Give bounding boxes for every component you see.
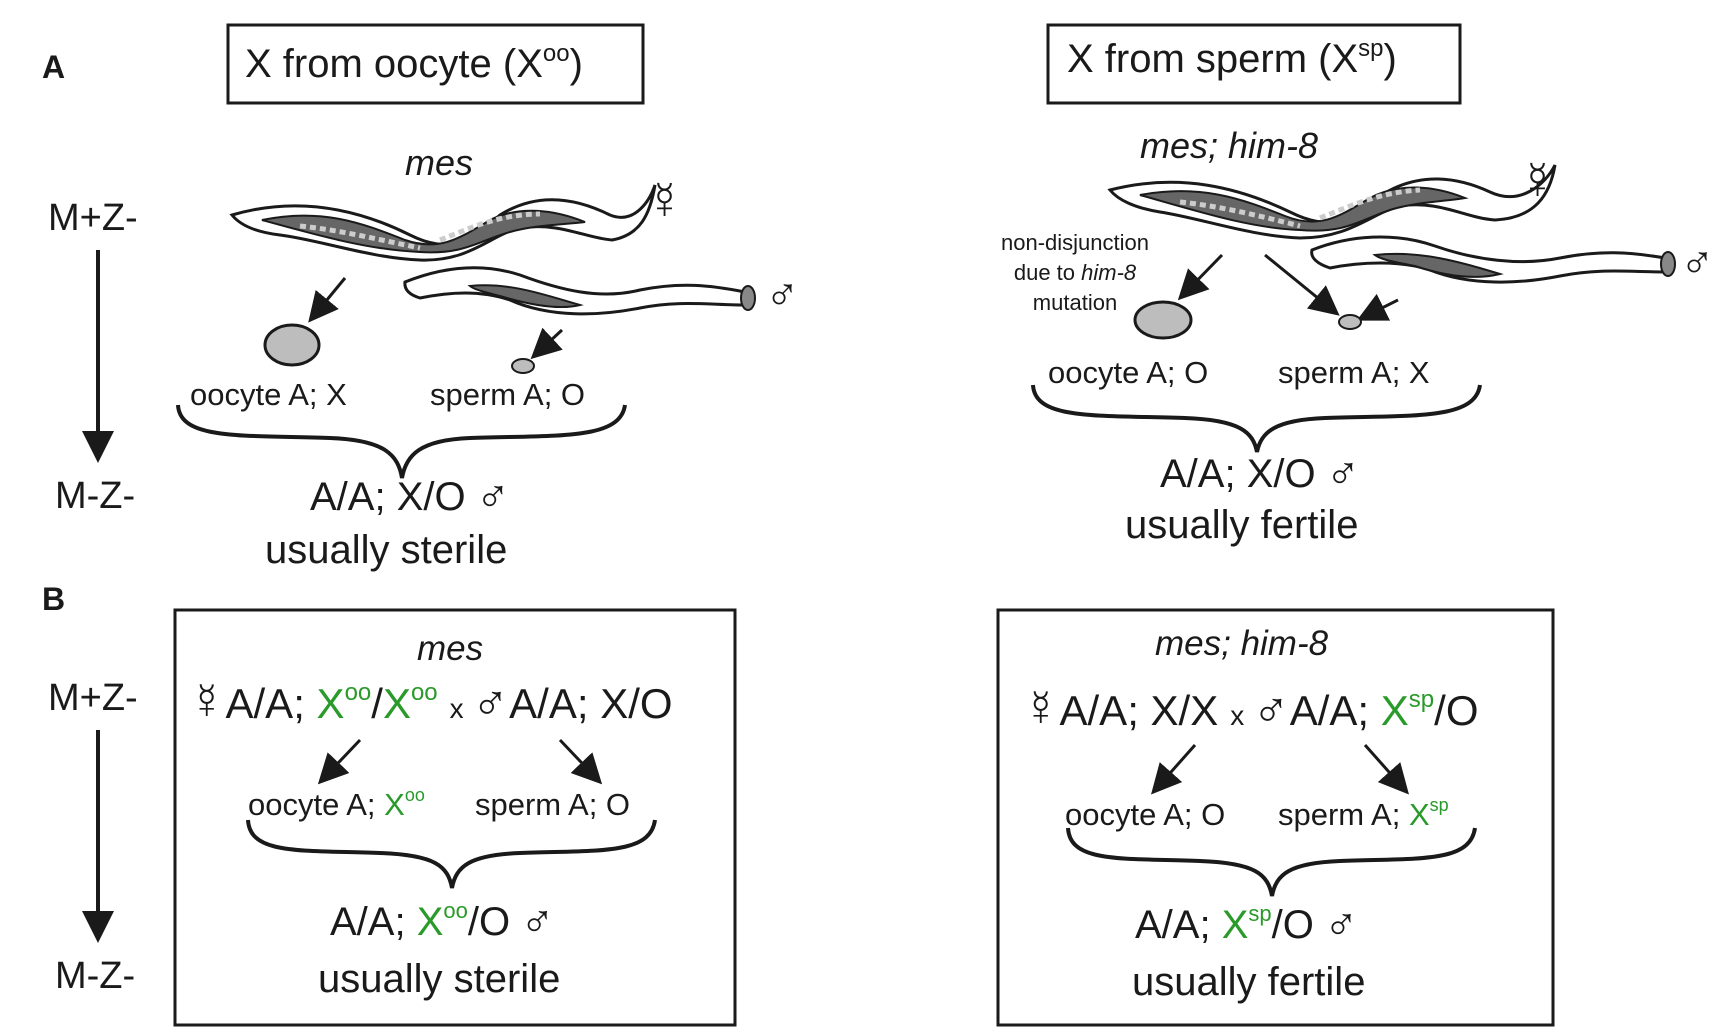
result-right-b: A/A; Xsp/O♂: [1135, 896, 1358, 948]
outcome-left-b: usually sterile: [318, 957, 560, 1001]
arrow-oocyte-left: [308, 277, 347, 323]
male-symbol-left: ♂: [765, 268, 800, 320]
gen-label-bottom-a: M-Z-: [55, 475, 135, 517]
nondisjunction-line2: due to him-8: [1014, 260, 1137, 285]
gen-label-top-b: M+Z-: [48, 677, 138, 719]
sperm-label-left: sperm A; O: [430, 377, 585, 412]
sperm-label-b-right: sperm A; Xsp: [1278, 795, 1449, 832]
result-left-a: A/A; X/O♂: [310, 468, 510, 520]
male-symbol-right: ♂: [1680, 236, 1715, 288]
outcome-right-b: usually fertile: [1132, 960, 1365, 1004]
nondisjunction-line1: non-disjunction: [1001, 230, 1149, 255]
arrow-oocyte-b-right: [1151, 744, 1197, 795]
cross-box-right: [996, 608, 1555, 1027]
oocyte-cell-right: [1133, 300, 1193, 340]
oocyte-label-left: oocyte A; X: [190, 377, 347, 412]
title-sperm: X from sperm (Xsp): [1067, 35, 1397, 81]
arrow-sperm-b-right: [1363, 744, 1409, 795]
arrow-oocyte-right: [1177, 253, 1224, 301]
gen-label-top-a: M+Z-: [48, 197, 138, 239]
arrow-sperm-left: [530, 327, 564, 360]
arrow-sperm-b-left: [558, 738, 603, 785]
arrow-oocyte-b-left: [317, 738, 362, 785]
sperm-cell-left: [511, 358, 535, 374]
brace-right-a: [1031, 384, 1482, 453]
genotype-mes-him8-a: mes; him-8: [1140, 125, 1318, 166]
arrow-sperm-herm-right: [1264, 253, 1340, 316]
title-box-sperm: [1046, 23, 1462, 105]
panel-b-letter: B: [42, 581, 65, 617]
hermaphrodite-symbol-right: ☿: [1518, 152, 1557, 210]
title-oocyte: X from oocyte (Xoo): [245, 40, 583, 86]
oocyte-label-b-right: oocyte A; O: [1065, 797, 1225, 832]
gen-label-bottom-b: M-Z-: [55, 955, 135, 997]
outcome-left-a: usually sterile: [265, 528, 507, 572]
sperm-label-b-left: sperm A; O: [475, 787, 630, 822]
brace-left-a: [176, 404, 627, 479]
oocyte-label-b-left: oocyte A; Xoo: [248, 785, 425, 822]
title-box-oocyte: [226, 23, 645, 105]
sperm-label-right: sperm A; X: [1278, 355, 1430, 390]
oocyte-cell-left: [263, 323, 321, 367]
hermaphrodite-worm-left: [229, 184, 657, 262]
arrow-sperm-male-right: [1356, 293, 1399, 321]
male-worm-right: [1310, 235, 1676, 284]
result-right-a: A/A; X/O♂: [1160, 445, 1360, 497]
cross-line-left: ☿A/A; Xoo/Xoox♂A/A; X/O: [188, 673, 673, 729]
result-left-b: A/A; Xoo/O♂: [330, 893, 555, 945]
genotype-mes-a: mes: [405, 142, 473, 183]
genotype-mes-him8-b: mes; him-8: [1155, 624, 1329, 663]
cross-box-left: [173, 608, 737, 1027]
oocyte-label-right: oocyte A; O: [1048, 355, 1208, 390]
nondisjunction-line3: mutation: [1033, 290, 1117, 315]
brace-left-b: [246, 819, 657, 889]
outcome-right-a: usually fertile: [1125, 503, 1358, 547]
male-worm-left: [403, 266, 756, 316]
genotype-mes-b: mes: [417, 629, 483, 668]
hermaphrodite-worm-right: [1107, 164, 1557, 240]
panel-a-letter: A: [42, 49, 65, 85]
sperm-cell-right: [1338, 314, 1362, 330]
brace-right-b: [1066, 827, 1477, 897]
hermaphrodite-symbol-left: ☿: [645, 172, 684, 230]
